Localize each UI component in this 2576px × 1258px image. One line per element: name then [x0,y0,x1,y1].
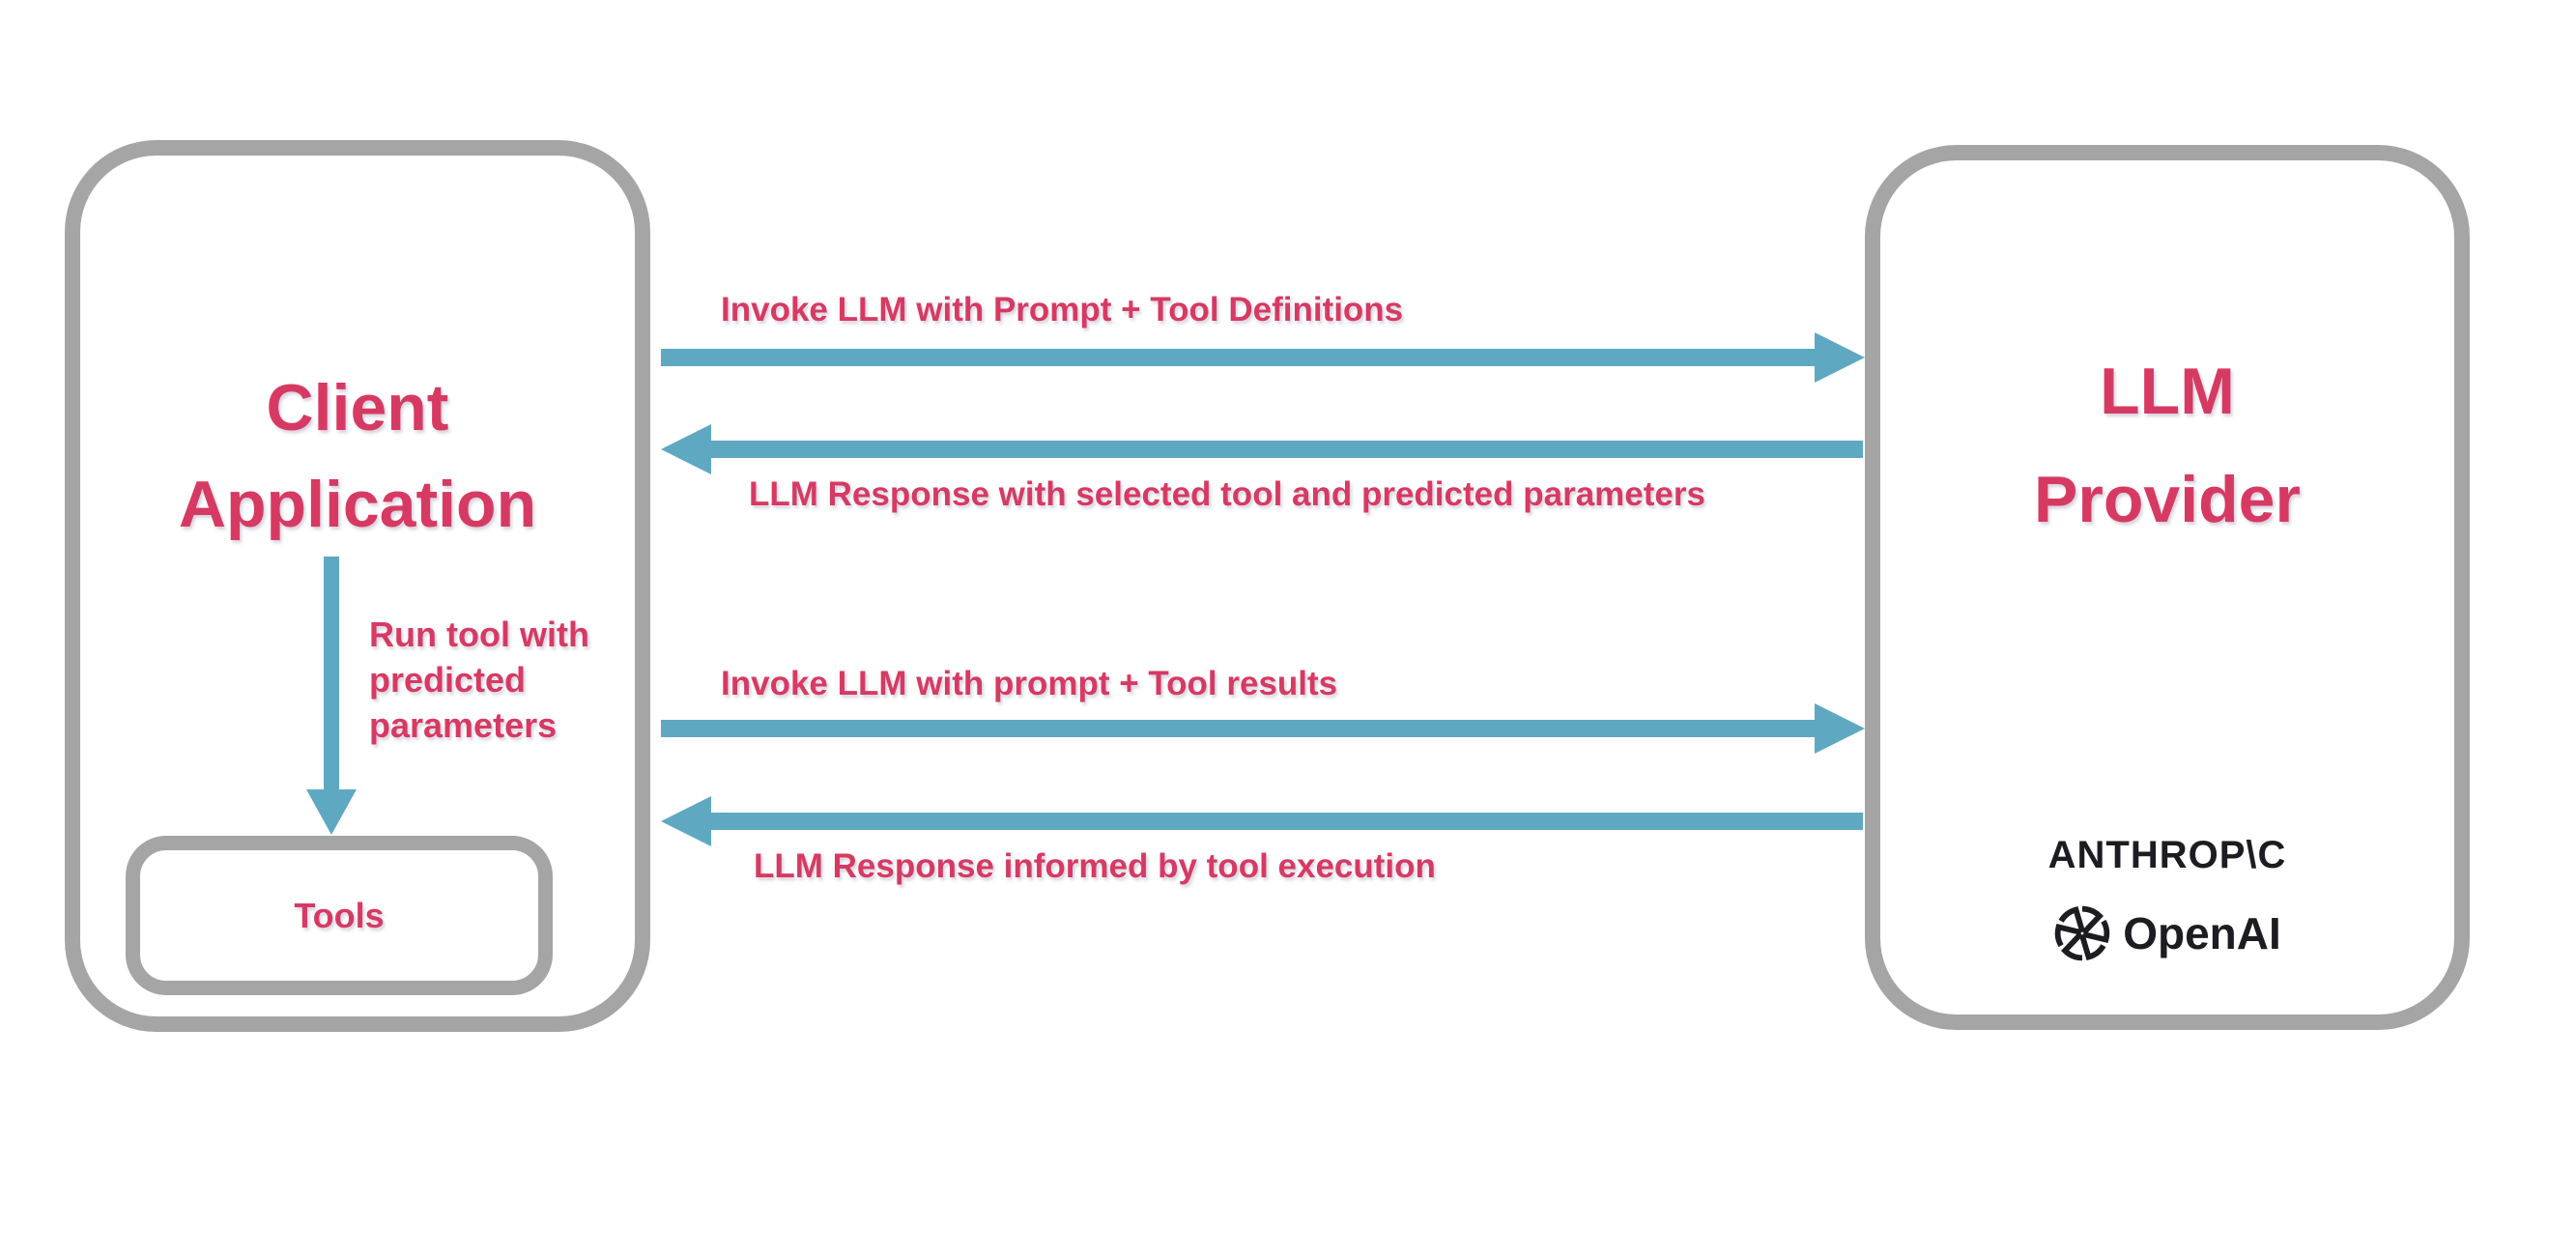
flow-arrow-invoke-definitions-head-icon [1815,332,1865,383]
openai-flower-knot-icon [2055,905,2110,961]
flow-label-invoke-results: Invoke LLM with prompt + Tool results [721,665,1338,702]
flow-arrow-invoke-definitions [661,349,1815,366]
flow-arrow-response-informed [711,813,1863,830]
anthropic-wordmark: ANTHROP\C [2047,834,2287,876]
tools-label: Tools [294,895,385,935]
llm-provider-box [1865,145,2470,1030]
llm-title-line1: LLM [2100,355,2235,428]
openai-logo-row: OpenAI [1865,902,2470,964]
flow-label-response-informed: LLM Response informed by tool execution [754,847,1436,885]
run-tool-arrow-head-icon [306,789,357,835]
run-tool-label-line2: predicted [369,660,527,700]
flow-label-invoke-definitions: Invoke LLM with Prompt + Tool Definition… [721,291,1404,329]
run-tool-label: Run tool with predicted parameters [369,612,589,748]
flow-arrow-invoke-results [661,720,1815,737]
client-title-line2: Application [178,468,537,541]
flow-arrow-response-selection-head-icon [661,424,711,474]
tools-box: Tools [126,836,553,995]
llm-provider-title: LLM Provider [1865,337,2470,554]
run-tool-label-line1: Run tool with [369,615,589,654]
flow-label-response-selection: LLM Response with selected tool and pred… [749,475,1705,513]
flow-arrow-invoke-results-head-icon [1815,703,1865,754]
llm-title-line2: Provider [2034,463,2301,536]
client-application-title: Client Application [65,359,650,553]
run-tool-arrow-body [324,557,339,789]
flow-arrow-response-informed-head-icon [661,796,711,846]
run-tool-label-line3: parameters [369,705,558,745]
openai-wordmark: OpenAI [2123,908,2281,958]
client-title-line1: Client [266,371,449,444]
flow-arrow-response-selection [711,441,1863,458]
